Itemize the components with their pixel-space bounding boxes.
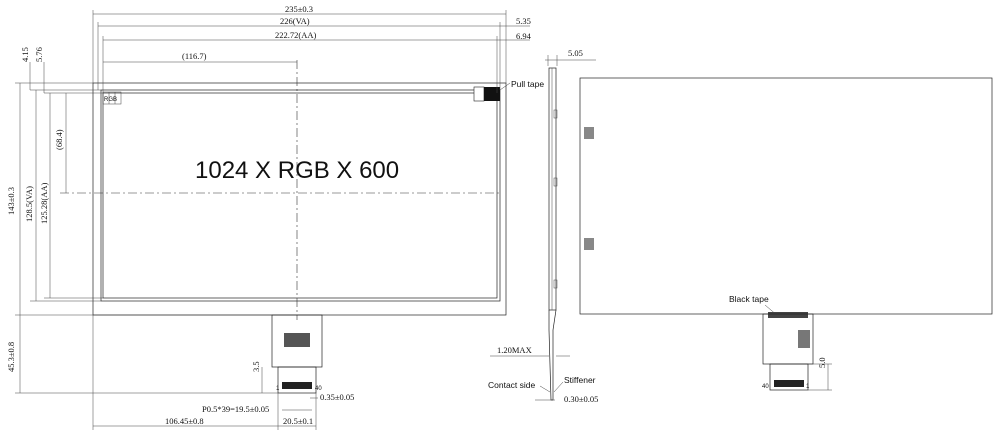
stiffener-thickness-dim: 0.30±0.05 <box>564 394 598 404</box>
overall-width-dim: 235±0.3 <box>285 4 313 14</box>
back-fpc-pin-40: 40 <box>762 384 769 390</box>
back-fpc-chip <box>798 330 810 348</box>
stiffener-label: Stiffener <box>564 375 596 385</box>
contact-side-label: Contact side <box>488 380 536 390</box>
pull-tape-outline <box>473 86 485 102</box>
max-thickness-dim: 1.20MAX <box>497 345 532 355</box>
back-panel-outline <box>579 77 993 315</box>
va-height-dim: 128.5(VA) <box>24 186 34 222</box>
aa-height-dim: 125.28(AA) <box>39 183 49 224</box>
pin-pitch-dim: P0.5*39=19.5±0.05 <box>202 404 269 414</box>
fpc-small-dim: 3.5 <box>251 361 261 372</box>
black-tape <box>768 312 808 318</box>
fpc-contacts <box>282 382 312 389</box>
back-fpc-lower <box>769 363 809 391</box>
pin-width-dim: 0.35±0.05 <box>320 392 354 402</box>
fpc-pin-40: 40 <box>315 386 322 392</box>
back-tab-upper <box>584 127 594 139</box>
right-offset-2: 6.94 <box>516 31 532 41</box>
fpc-width-dim: 20.5±0.1 <box>283 416 313 426</box>
top-offset-1: 4.15 <box>20 47 30 62</box>
overall-height-dim: 143±0.3 <box>6 187 16 215</box>
pull-tape-label: Pull tape <box>511 79 544 89</box>
back-view: Black tape 40 1 5.0 <box>579 77 993 391</box>
back-fpc-contacts <box>774 380 804 387</box>
resolution-label: 1024 X RGB X 600 <box>195 157 399 184</box>
side-panel-profile <box>548 67 557 311</box>
back-tab-lower <box>584 238 594 250</box>
panel-outline <box>92 82 507 316</box>
fpc-chip-label <box>284 333 310 347</box>
aa-width-dim: 222.72(AA) <box>275 30 316 40</box>
rgb-marker-box <box>102 91 122 105</box>
side-view: 5.05 1.20MAX Contact side Stiffener 0.30… <box>488 48 598 404</box>
back-fpc-dim: 5.0 <box>817 357 827 368</box>
fpc-pin-1: 1 <box>276 386 280 392</box>
center-x-dim: (116.7) <box>182 51 207 61</box>
fpc-length-dim: 45.3±0.8 <box>6 342 16 372</box>
front-view: RGB Pull tape 1024 X RGB X 600 1 40 235±… <box>6 4 544 430</box>
pull-tape <box>484 87 500 101</box>
top-offset-2: 5.76 <box>34 47 44 62</box>
side-fpc-profile <box>548 309 557 401</box>
right-offset-1: 5.35 <box>516 16 531 26</box>
side-thickness-dim: 5.05 <box>568 48 583 58</box>
back-fpc-pin-1: 1 <box>806 384 810 390</box>
black-tape-label: Black tape <box>729 294 769 304</box>
fpc-tail-lower <box>277 366 317 394</box>
active-area-outline <box>102 92 498 299</box>
rgb-marker-label: RGB <box>104 97 117 103</box>
fpc-offset-dim: 106.45±0.8 <box>165 416 204 426</box>
center-y-dim: (68.4) <box>54 129 64 150</box>
va-width-dim: 226(VA) <box>280 16 310 26</box>
viewing-area-outline <box>100 89 501 302</box>
